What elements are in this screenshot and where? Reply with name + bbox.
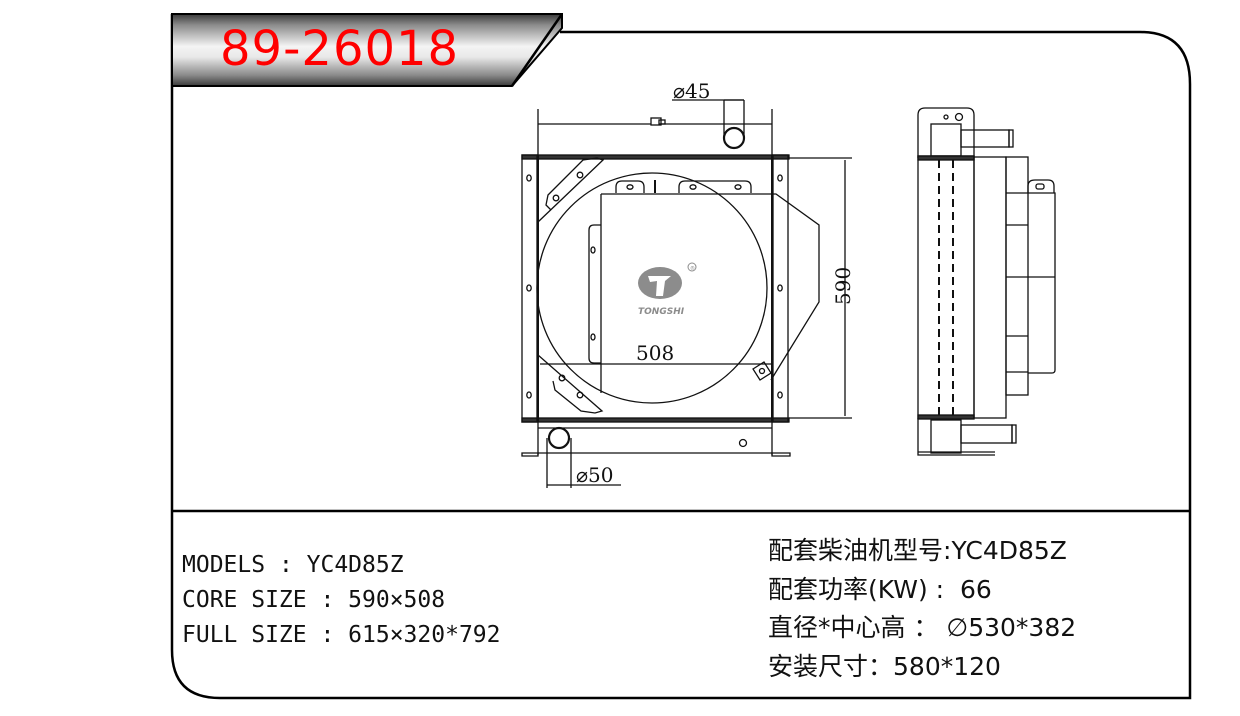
brand-logo: ® TONGSHI bbox=[638, 262, 697, 317]
registered-mark: ® bbox=[690, 265, 695, 272]
spec-label: MODELS bbox=[182, 552, 266, 578]
core-height-label: 590 bbox=[831, 267, 855, 305]
spec-value: YC4D85Z bbox=[306, 552, 404, 578]
spec-value: 615×320*792 bbox=[348, 622, 501, 648]
spec-row-full-size: FULL SIZE : 615×320*792 bbox=[182, 622, 501, 648]
title-banner bbox=[171, 13, 563, 87]
front-view bbox=[521, 99, 852, 488]
core-width-label: 508 bbox=[636, 341, 674, 365]
inlet-diameter-label: ⌀45 bbox=[673, 79, 711, 103]
part-number-title: 89-26018 bbox=[220, 21, 460, 77]
spec-row-core-size: CORE SIZE : 590×508 bbox=[182, 587, 446, 613]
spec-value: 590×508 bbox=[348, 587, 446, 613]
specs-english: MODELS : YC4D85Z CORE SIZE : 590×508 FUL… bbox=[182, 548, 501, 653]
outer-border bbox=[170, 14, 1192, 700]
spec-label: 配套柴油机型号 bbox=[768, 536, 944, 565]
spec-value: 580*120 bbox=[893, 651, 1001, 681]
spec-value: 66 bbox=[960, 574, 992, 604]
spec-label: 安装尺寸 bbox=[768, 651, 869, 681]
brand-name: TONGSHI bbox=[638, 307, 685, 317]
spec-label: FULL SIZE bbox=[182, 622, 307, 648]
spec-row-power: 配套功率(KW) : 66 bbox=[768, 574, 992, 604]
spec-label: 配套功率(KW) bbox=[768, 574, 928, 604]
spec-row-engine-model: 配套柴油机型号:YC4D85Z bbox=[768, 536, 1067, 565]
spec-value: ∅530*382 bbox=[946, 613, 1077, 642]
specs-chinese: 配套柴油机型号:YC4D85Z 配套功率(KW) : 66 直径*中心高 ： ∅… bbox=[768, 532, 1076, 686]
outlet-diameter-label: ⌀50 bbox=[576, 463, 614, 487]
side-view bbox=[917, 107, 1056, 456]
spec-value: YC4D85Z bbox=[951, 536, 1067, 565]
spec-row-models: MODELS : YC4D85Z bbox=[182, 552, 404, 578]
spec-row-mounting-size: 安装尺寸：580*120 bbox=[768, 651, 1001, 681]
spec-row-diameter-center-height: 直径*中心高 ： ∅530*382 bbox=[768, 613, 1077, 642]
spec-label: CORE SIZE bbox=[182, 587, 307, 613]
spec-label: 直径*中心高 bbox=[768, 613, 906, 642]
